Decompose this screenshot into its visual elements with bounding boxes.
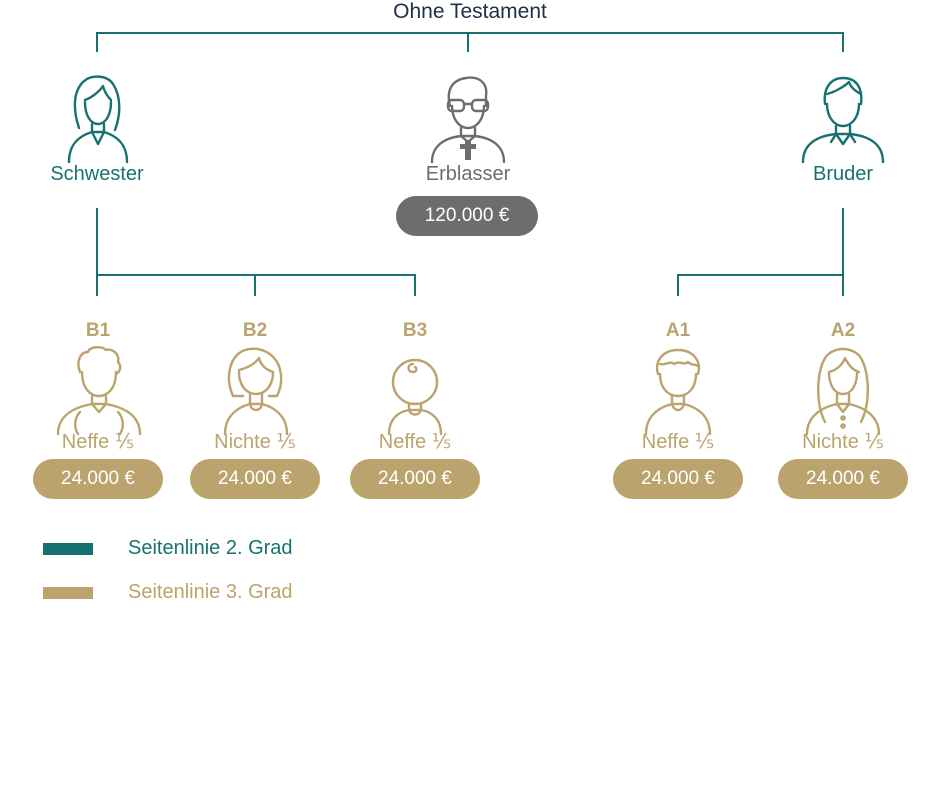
a2-label: Nichte ⅕ bbox=[802, 431, 884, 453]
erblasser-amount-pill: 120.000 € bbox=[396, 196, 538, 236]
b2-code: B2 bbox=[242, 320, 268, 341]
girl-long-hair-icon bbox=[805, 347, 881, 436]
legend-label-3-grad: Seitenlinie 3. Grad bbox=[128, 581, 293, 603]
b1-label: Neffe ⅕ bbox=[61, 431, 135, 453]
b1-code: B1 bbox=[85, 320, 111, 341]
a1-code: A1 bbox=[665, 320, 691, 341]
a2-code: A2 bbox=[830, 320, 856, 341]
man-icon bbox=[801, 76, 885, 164]
boy-curly-hair-icon bbox=[56, 346, 142, 436]
baby-icon bbox=[387, 358, 443, 436]
legend-swatch-gold bbox=[43, 587, 93, 599]
a1-label: Neffe ⅕ bbox=[641, 431, 715, 453]
b3-code: B3 bbox=[402, 320, 428, 341]
bruder-children-bar bbox=[677, 274, 843, 296]
bruder-label: Bruder bbox=[812, 163, 874, 185]
legend-label-2-grad: Seitenlinie 2. Grad bbox=[128, 537, 293, 559]
schwester-children-bar bbox=[97, 274, 416, 296]
man-with-glasses-cross-icon bbox=[430, 76, 506, 164]
a2-amount-pill: 24.000 € bbox=[778, 459, 908, 499]
a1-amount-pill: 24.000 € bbox=[613, 459, 743, 499]
schwester-label: Schwester bbox=[50, 163, 144, 185]
legend-swatch-teal bbox=[43, 543, 93, 555]
b3-amount-pill: 24.000 € bbox=[350, 459, 480, 499]
b3-label: Neffe ⅕ bbox=[378, 431, 452, 453]
erblasser-label: Erblasser bbox=[425, 163, 511, 185]
top-connector bbox=[96, 32, 844, 52]
b2-label: Nichte ⅕ bbox=[214, 431, 296, 453]
b2-amount-pill: 24.000 € bbox=[190, 459, 320, 499]
diagram-title: Ohne Testament bbox=[393, 0, 547, 23]
b1-amount-pill: 24.000 € bbox=[33, 459, 163, 499]
boy-icon bbox=[644, 348, 712, 436]
woman-icon bbox=[67, 75, 129, 164]
girl-bob-hair-icon bbox=[223, 347, 289, 436]
